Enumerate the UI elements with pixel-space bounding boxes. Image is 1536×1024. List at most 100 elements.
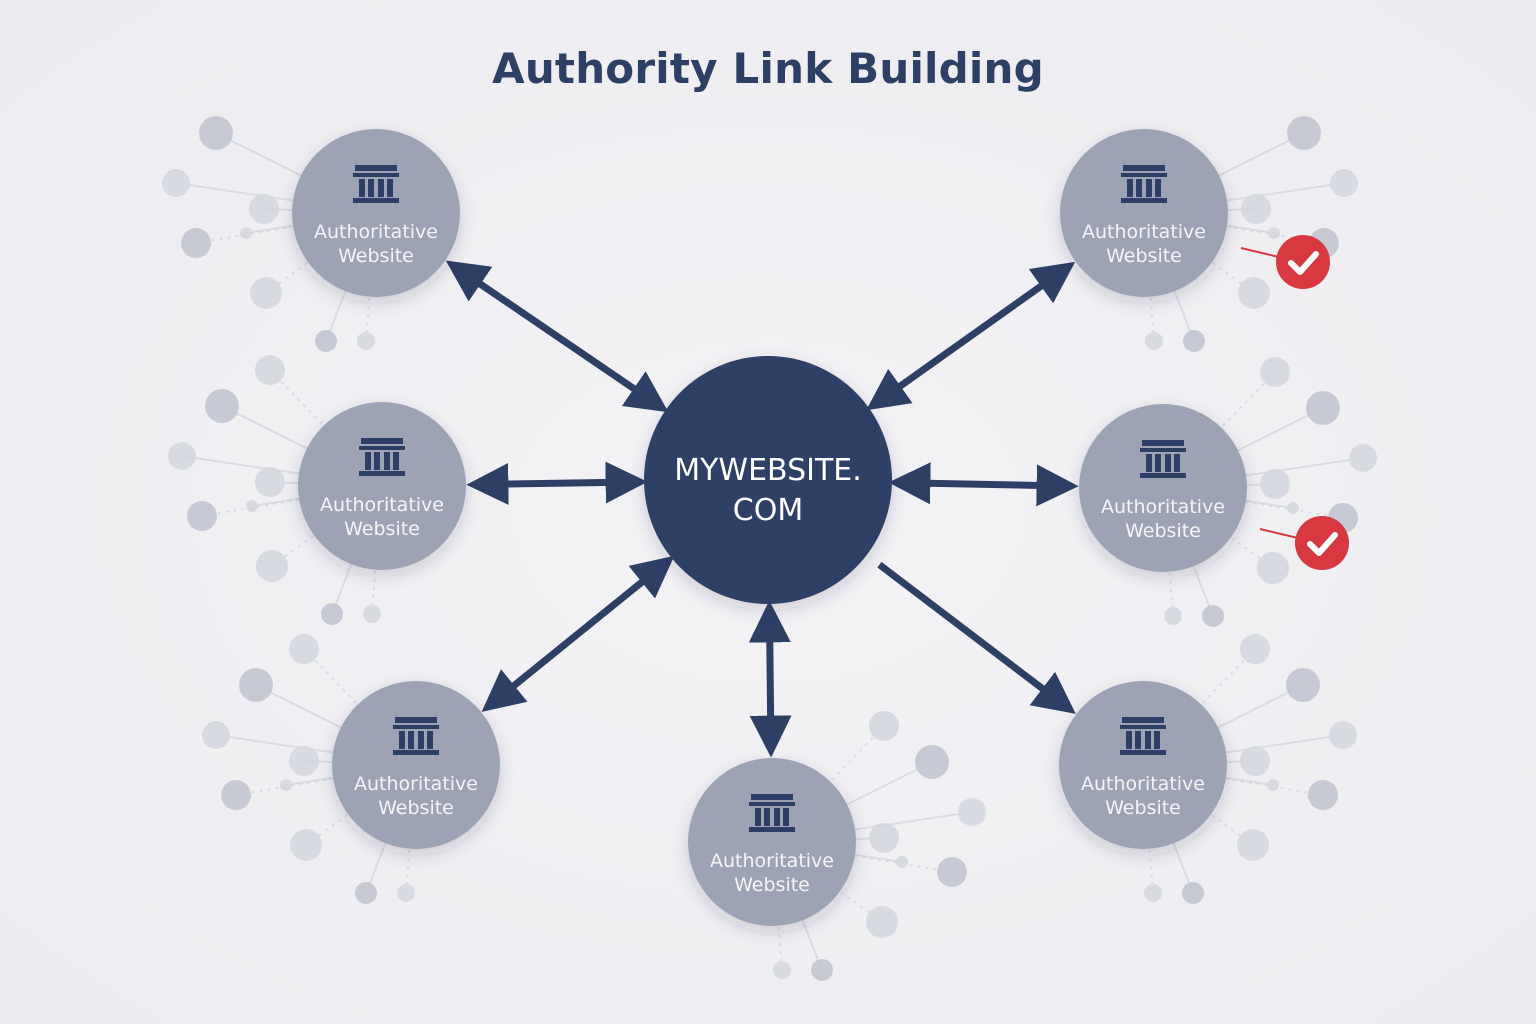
background-dot [240, 227, 252, 239]
background-dot [1267, 779, 1279, 791]
background-dot [1164, 607, 1182, 625]
background-dot [168, 442, 196, 470]
authority-node-label-line2: Website [344, 518, 420, 540]
checkmark-icon [1288, 251, 1319, 275]
background-dot [255, 355, 285, 385]
background-dot [397, 884, 415, 902]
arrow-hub-to-top-left [445, 260, 669, 413]
background-dot [239, 668, 273, 702]
background-dot [1260, 357, 1290, 387]
authority-node-circle [1060, 129, 1228, 297]
page-title: Authority Link Building [492, 44, 1044, 93]
background-dot [315, 330, 337, 352]
background-dot [1260, 469, 1290, 499]
hub-circle [644, 356, 892, 604]
authority-node-label-line2: Website [1125, 520, 1201, 542]
background-dot [280, 779, 292, 791]
background-dot [1145, 332, 1163, 350]
background-dot [866, 906, 898, 938]
background-dot [773, 961, 791, 979]
background-dot [1329, 721, 1357, 749]
background-dot [937, 857, 967, 887]
arrow-hub-to-bottom-center [748, 600, 792, 758]
authority-node-label-line1: Authoritative [320, 494, 444, 516]
background-dot [246, 500, 258, 512]
background-dot [1144, 884, 1162, 902]
background-dot [1286, 668, 1320, 702]
verified-badge-top-right [1240, 235, 1330, 289]
background-dot [1330, 169, 1358, 197]
background-dot [1268, 227, 1280, 239]
authority-node-circle [292, 129, 460, 297]
arrow-hub-to-bottom-left [481, 555, 675, 712]
verified-badge-middle-right [1259, 516, 1349, 570]
background-dot [896, 856, 908, 868]
authority-node-label-line1: Authoritative [1082, 221, 1206, 243]
background-dot [181, 228, 211, 258]
background-dot [811, 959, 833, 981]
background-dot [869, 711, 899, 741]
authority-node-circle [1079, 404, 1247, 572]
background-dot [915, 745, 949, 779]
authority-node-circle [332, 681, 500, 849]
authority-node-circle [298, 402, 466, 570]
background-dot [221, 780, 251, 810]
background-dot [205, 389, 239, 423]
background-dot [249, 194, 279, 224]
badge-connector-line [1240, 247, 1284, 259]
background-dot [357, 332, 375, 350]
background-dot [1349, 444, 1377, 472]
authority-node-label-line1: Authoritative [710, 850, 834, 872]
background-dot [1237, 829, 1269, 861]
authority-node-circle [1059, 681, 1227, 849]
background-dot [1202, 605, 1224, 627]
background-dot [1241, 194, 1271, 224]
background-dot [1238, 277, 1270, 309]
connection-arrows [445, 260, 1079, 758]
background-dot [1182, 882, 1204, 904]
background-dot [289, 634, 319, 664]
arrow-hub-to-middle-right [888, 462, 1079, 507]
arrow-hub-to-middle-left [466, 461, 648, 506]
background-dot [958, 798, 986, 826]
badge-connector-line [1259, 528, 1303, 540]
authority-nodes: AuthoritativeWebsiteAuthoritativeWebsite… [292, 129, 1247, 926]
authority-node-label-line1: Authoritative [1081, 773, 1205, 795]
background-dot [255, 467, 285, 497]
check-badge-circle [1276, 235, 1330, 289]
authority-node-label-line2: Website [338, 245, 414, 267]
background-dot [199, 116, 233, 150]
background-dot [202, 721, 230, 749]
checkmark-icon [1307, 532, 1338, 556]
authority-node-label-line2: Website [378, 797, 454, 819]
background-dot [363, 605, 381, 623]
verified-badges [1240, 235, 1349, 570]
background-dot [1240, 746, 1270, 776]
background-dot [290, 829, 322, 861]
background-dot [321, 603, 343, 625]
background-dot [1287, 116, 1321, 150]
background-dot [869, 823, 899, 853]
authority-node-label-line2: Website [734, 874, 810, 896]
authority-node-label-line1: Authoritative [314, 221, 438, 243]
background-dot [289, 746, 319, 776]
background-dot [1308, 780, 1338, 810]
authority-node-label-line2: Website [1106, 245, 1182, 267]
hub-label-line1: MYWEBSITE. [674, 453, 862, 488]
background-dot [187, 501, 217, 531]
background-dot [250, 277, 282, 309]
hub-node: MYWEBSITE. COM [644, 356, 892, 604]
hub-label-line2: COM [733, 493, 803, 528]
background-dot [1183, 330, 1205, 352]
authority-node-label-line2: Website [1105, 797, 1181, 819]
authority-node-circle [688, 758, 856, 926]
